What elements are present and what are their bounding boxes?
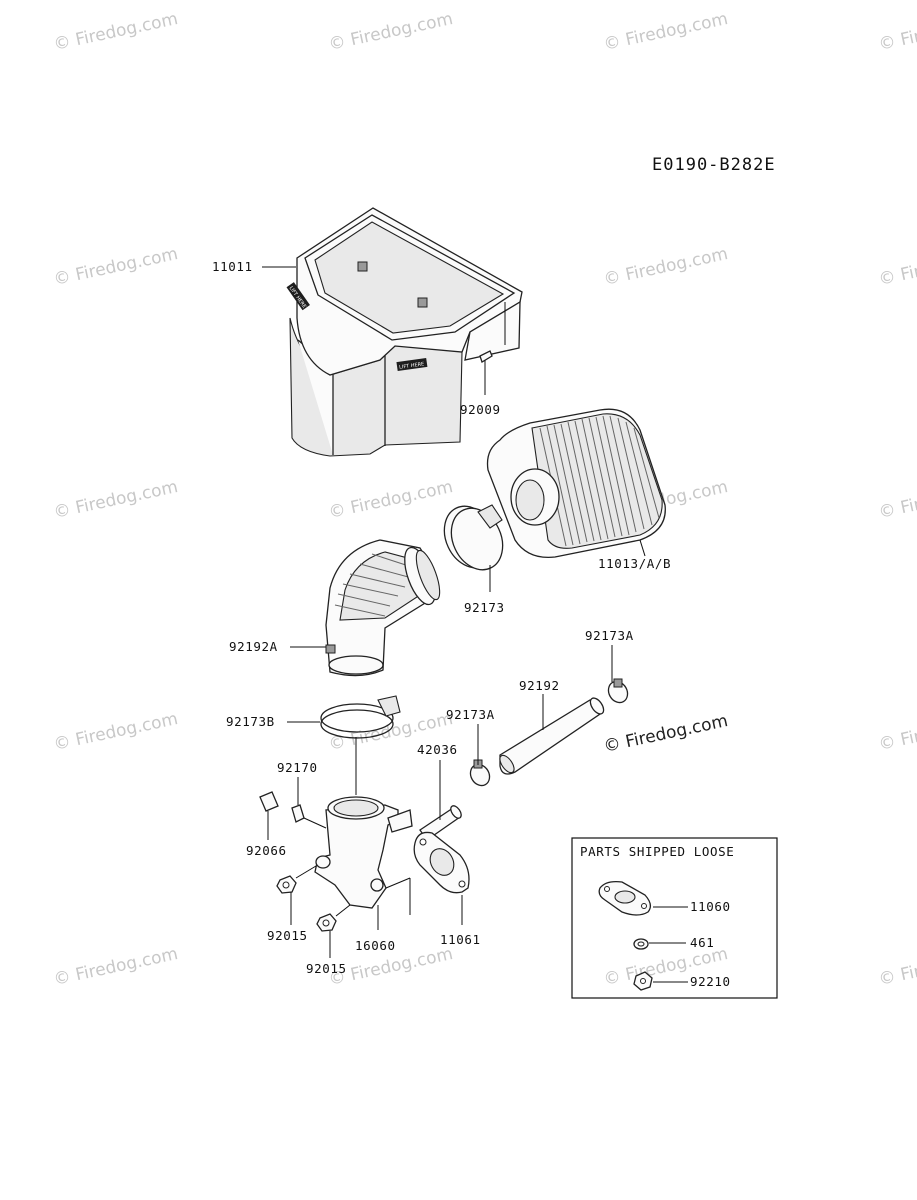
parts-box-title: PARTS SHIPPED LOOSE xyxy=(580,844,734,859)
part-92009-screw xyxy=(479,350,493,395)
watermark: © Firedog.com xyxy=(327,477,455,523)
part-42036-pipe xyxy=(419,760,462,841)
part-92015-nut-a xyxy=(276,865,317,925)
callout-92173B: 92173B xyxy=(226,714,275,729)
part-92173-clamp xyxy=(443,504,504,592)
callout-92015-a: 92015 xyxy=(267,928,308,943)
parts-shipped-loose-box: PARTS SHIPPED LOOSE 11060 461 92210 xyxy=(571,837,778,999)
watermark: © Firedog.com xyxy=(877,244,917,290)
part-11061-gasket xyxy=(413,831,470,925)
callout-92192: 92192 xyxy=(519,678,560,693)
corrugations xyxy=(334,553,419,617)
watermark: © Firedog.com xyxy=(602,244,730,290)
callout-461: 461 xyxy=(690,935,714,950)
callout-92170: 92170 xyxy=(277,760,318,775)
callout-92192A: 92192A xyxy=(229,639,278,654)
callout-92173: 92173 xyxy=(464,600,505,615)
part-92210-nut xyxy=(633,971,688,991)
watermarks: © Firedog.com © Firedog.com © Firedog.co… xyxy=(52,9,917,990)
part-92066-plug xyxy=(259,791,279,840)
watermark: © Firedog.com xyxy=(602,9,730,55)
part-461-washer xyxy=(633,938,686,950)
callout-16060: 16060 xyxy=(355,938,396,953)
watermark: © Firedog.com xyxy=(52,9,180,55)
callout-92173A-top: 92173A xyxy=(585,628,634,643)
watermark: © Firedog.com xyxy=(877,709,917,755)
callout-92210: 92210 xyxy=(690,974,731,989)
callout-11013: 11013/A/B xyxy=(598,556,671,571)
diagram-code: E0190-B282E xyxy=(652,155,776,175)
watermark: © Firedog.com xyxy=(52,944,180,990)
pleats xyxy=(539,415,660,547)
part-92173A-clamp-top xyxy=(607,645,629,704)
lift-here-decal: LIFT HERE xyxy=(396,357,428,372)
part-11060-gasket xyxy=(598,880,688,916)
part-92170-stud xyxy=(291,777,327,829)
part-92192A-elbow-hose xyxy=(325,539,441,677)
svg-text:LIFT HERE: LIFT HERE xyxy=(399,361,425,370)
callout-11060: 11060 xyxy=(690,899,731,914)
callout-92066: 92066 xyxy=(246,843,287,858)
watermark: © Firedog.com xyxy=(327,9,455,55)
watermark: © Firedog.com xyxy=(52,709,180,755)
watermark: © Firedog.com xyxy=(877,477,917,523)
callout-92009: 92009 xyxy=(460,402,501,417)
watermark: © Firedog.com xyxy=(877,9,917,55)
part-92192-hose xyxy=(499,694,605,775)
watermark: © Firedog.com xyxy=(877,944,917,990)
watermark-dark: © Firedog.com xyxy=(602,711,730,757)
callout-42036: 42036 xyxy=(417,742,458,757)
part-16060-joint xyxy=(314,796,413,909)
callout-92173A-mid: 92173A xyxy=(446,707,495,722)
part-92015-nut-b xyxy=(316,904,351,958)
part-92173B-clamp xyxy=(320,695,401,795)
callout-11061: 11061 xyxy=(440,932,481,947)
part-92173A-clamp-mid xyxy=(469,724,491,787)
callout-92015-b: 92015 xyxy=(306,961,347,976)
part-11011-air-cleaner-cover: LIFT HERE LIFT HERE xyxy=(286,207,523,457)
part-11013-air-filter-element xyxy=(486,408,666,559)
watermark: © Firedog.com xyxy=(52,244,180,290)
callout-11011: 11011 xyxy=(212,259,253,274)
watermark: © Firedog.com xyxy=(52,477,180,523)
